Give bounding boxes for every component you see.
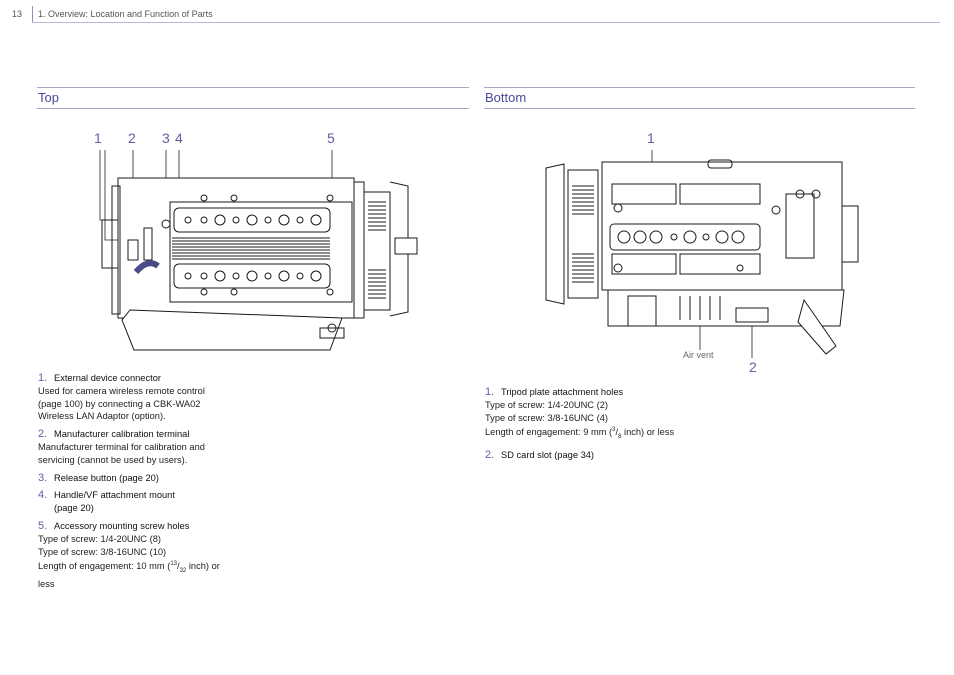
item-number: 5. — [38, 519, 48, 532]
bottom-section-title: Bottom — [485, 90, 527, 105]
top-parts-list: 1. External device connector Used for cam… — [38, 372, 258, 596]
bottom-callout-1: 1 — [647, 130, 655, 146]
item-title: Manufacturer calibration terminal — [54, 429, 190, 440]
top-section-rule-lower — [37, 108, 469, 109]
item-body-line: Type of screw: 3/8-16UNC (10) — [38, 546, 167, 557]
bottom-parts-list: 1. Tripod plate attachment holes Type of … — [485, 386, 745, 467]
item-body-line: less — [38, 579, 55, 590]
item-title: Accessory mounting screw holes — [54, 520, 190, 531]
item-number: 2. — [38, 428, 48, 441]
camera-top-view-illustration — [99, 150, 418, 351]
bottom-section-rule-upper — [484, 87, 915, 88]
list-item: 5. Accessory mounting screw holes Type of… — [38, 520, 258, 591]
item-title: External device connector — [54, 373, 161, 383]
item-number: 3. — [38, 471, 48, 484]
item-body-line: Type of screw: 1/4-20UNC (2) — [485, 399, 608, 410]
air-vent-label: Air vent — [683, 350, 714, 360]
item-title: SD card slot (page 34) — [501, 450, 595, 461]
top-section-rule-upper — [37, 87, 469, 88]
list-item: 1. External device connector Used for cam… — [38, 372, 258, 423]
item-body-line: servicing (cannot be used by users). — [38, 454, 188, 465]
chapter-title: 1. Overview: Location and Function of Pa… — [38, 9, 213, 19]
list-item: 2. SD card slot (page 34) — [485, 449, 745, 462]
top-callout-2: 2 — [128, 130, 136, 146]
list-item: 4. Handle/VF attachment mount (page 20) — [38, 489, 258, 515]
top-callout-4: 4 — [175, 130, 183, 146]
list-item: 1. Tripod plate attachment holes Type of … — [485, 386, 745, 444]
item-title: Tripod plate attachment holes — [501, 387, 624, 397]
list-item: 3. Release button (page 20) — [38, 472, 258, 485]
top-callout-5: 5 — [327, 130, 335, 146]
engagement-line: Length of engagement: 10 mm (13/32 inch)… — [38, 561, 220, 575]
item-body-line: Manufacturer terminal for calibration an… — [38, 441, 205, 452]
item-title-continued: (page 20) — [54, 503, 94, 514]
item-body-line: Used for camera wireless remote control — [38, 385, 205, 396]
page-number: 13 — [12, 9, 23, 19]
item-body-line: Type of screw: 1/4-20UNC (8) — [38, 533, 161, 544]
top-section-title: Top — [38, 90, 59, 105]
camera-bottom-view-illustration — [545, 150, 859, 358]
item-number: 1. — [485, 386, 495, 398]
header-rule — [32, 22, 940, 23]
item-body-line: (page 100) by connecting a CBK-WA02 — [38, 398, 201, 409]
top-callout-1: 1 — [94, 130, 102, 146]
bottom-section-rule-lower — [484, 108, 915, 109]
item-number: 1. — [38, 372, 48, 384]
list-item: 2. Manufacturer calibration terminal Manu… — [38, 428, 258, 466]
top-callout-3: 3 — [162, 130, 170, 146]
header-separator — [32, 6, 33, 22]
item-number: 4. — [38, 489, 48, 502]
engagement-line: Length of engagement: 9 mm (3/8 inch) or… — [485, 427, 675, 441]
item-title: Release button (page 20) — [54, 472, 159, 483]
item-number: 2. — [485, 449, 495, 462]
item-body-line: Wireless LAN Adaptor (option). — [38, 411, 166, 422]
item-title: Handle/VF attachment mount — [54, 490, 175, 501]
bottom-callout-2: 2 — [749, 359, 757, 375]
item-body-line: Type of screw: 3/8-16UNC (4) — [485, 412, 608, 423]
